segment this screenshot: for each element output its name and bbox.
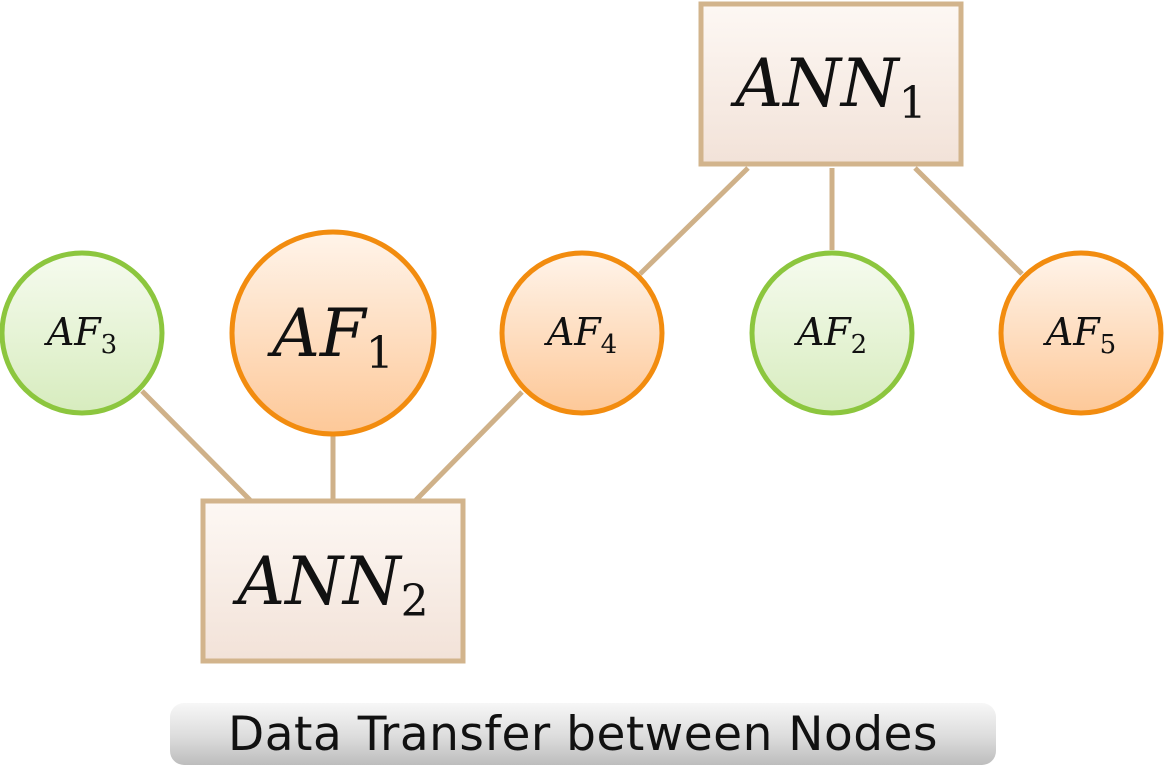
ann1-label-sub: 1 xyxy=(899,78,927,129)
node-af1: AF1 xyxy=(229,229,437,437)
af4-circle xyxy=(499,250,665,416)
node-af2: AF2 xyxy=(749,250,915,416)
af5-label-base: AF xyxy=(1043,310,1101,354)
af2-circle xyxy=(749,250,915,416)
af4-label-base: AF xyxy=(544,310,602,354)
ann2-label-sub: 2 xyxy=(401,576,429,627)
af5-circle xyxy=(998,250,1164,416)
edges xyxy=(140,166,1024,502)
af5-label: AF5 xyxy=(1043,310,1116,360)
af4-label: AF4 xyxy=(544,310,617,360)
edge-ann2-af3 xyxy=(140,389,252,502)
node-ann2: ANN2 xyxy=(200,498,466,664)
ann2-box xyxy=(200,498,466,664)
af3-circle xyxy=(0,250,165,416)
af1-circle xyxy=(229,229,437,437)
ann1-box xyxy=(698,1,964,167)
af2-label-base: AF xyxy=(794,310,852,354)
node-af3: AF3 xyxy=(0,250,165,416)
node-ann1: ANN1 xyxy=(698,1,964,167)
af2-label-sub: 2 xyxy=(851,330,868,360)
af3-label-sub: 3 xyxy=(101,330,118,360)
caption-box: Data Transfer between Nodes xyxy=(170,703,996,765)
caption-text: Data Transfer between Nodes xyxy=(228,706,938,762)
ann2-label-base: ANN xyxy=(231,543,402,620)
node-af4: AF4 xyxy=(499,250,665,416)
ann1-label: ANN1 xyxy=(729,45,926,129)
edge-ann1-af5 xyxy=(913,166,1024,276)
af2-label: AF2 xyxy=(794,310,867,360)
node-af5: AF5 xyxy=(998,250,1164,416)
af5-label-sub: 5 xyxy=(1100,330,1117,360)
af3-label-base: AF xyxy=(44,310,102,354)
af4-label-sub: 4 xyxy=(601,330,618,360)
af1-label-base: AF xyxy=(266,295,368,372)
edge-ann2-af4 xyxy=(414,390,524,502)
ann1-label-base: ANN xyxy=(729,45,900,122)
af3-label: AF3 xyxy=(44,310,117,360)
af1-label: AF1 xyxy=(266,295,393,379)
ann2-label: ANN2 xyxy=(231,543,428,627)
edge-ann1-af4 xyxy=(638,166,750,276)
af1-label-sub: 1 xyxy=(366,328,394,379)
